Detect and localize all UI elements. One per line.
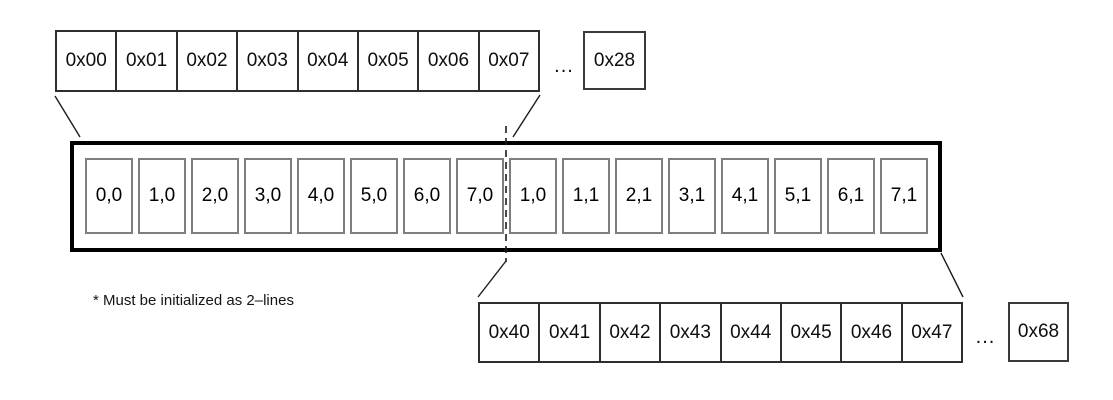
cache-word-cell: 6,1: [827, 158, 875, 234]
connector-top-right: [512, 94, 541, 138]
memory-byte-cell: 0x06: [419, 32, 480, 90]
memory-byte-cell: 0x40: [480, 304, 541, 361]
memory-byte-cell-last-upper: 0x28: [583, 31, 646, 90]
note-text: * Must be initialized as 2–lines: [93, 292, 294, 309]
cache-word-cell: 7,0: [456, 158, 504, 234]
cache-word-cell: 5,0: [350, 158, 398, 234]
lower-row-ellipsis: ...: [975, 325, 996, 348]
cache-word-cell: 1,0: [138, 158, 186, 234]
memory-byte-cell: 0x45: [782, 304, 843, 361]
cache-word-cell: 3,1: [668, 158, 716, 234]
cache-word-cell: 2,0: [191, 158, 239, 234]
upper-memory-row: 0x00 0x01 0x02 0x03 0x04 0x05 0x06 0x07: [55, 30, 540, 92]
memory-byte-cell: 0x42: [601, 304, 662, 361]
cache-word-cell: 2,1: [615, 158, 663, 234]
cache-word-cell: 6,0: [403, 158, 451, 234]
memory-byte-cell: 0x07: [488, 50, 530, 71]
memory-byte-cell-last-lower: 0x68: [1008, 302, 1069, 362]
memory-byte-cell: 0x44: [722, 304, 782, 361]
connector-top-left: [54, 95, 81, 138]
cache-line-cells: 0,0 1,0 2,0 3,0 4,0 5,0 6,0 7,0 1,0 1,1 …: [85, 158, 928, 234]
memory-byte-cell: 0x02: [178, 32, 239, 90]
memory-byte-cell: 0x46: [842, 304, 903, 361]
cache-word-cell: 5,1: [774, 158, 822, 234]
memory-byte-cell: 0x47: [911, 321, 953, 343]
memory-byte-cell: 0x41: [540, 304, 601, 361]
memory-byte-cell: 0x05: [359, 32, 420, 90]
lower-memory-row: 0x40 0x41 0x42 0x43 0x44 0x45 0x46 0x47: [478, 302, 963, 363]
cache-word-cell: 1,0: [509, 158, 557, 234]
cache-word-cell: 4,1: [721, 158, 769, 234]
memory-byte-cell: 0x00: [57, 32, 118, 90]
cache-word-cell: 4,0: [297, 158, 345, 234]
connector-bottom-left: [477, 260, 507, 298]
connector-bottom-right: [940, 252, 964, 298]
memory-byte-cell: 0x01: [117, 32, 178, 90]
cache-line-box: 0,0 1,0 2,0 3,0 4,0 5,0 6,0 7,0 1,0 1,1 …: [70, 141, 942, 252]
cache-word-cell: 7,1: [880, 158, 928, 234]
cache-word-cell: 1,1: [562, 158, 610, 234]
cache-word-cell: 3,0: [244, 158, 292, 234]
upper-row-ellipsis: ...: [554, 54, 574, 77]
memory-byte-cell: 0x43: [661, 304, 722, 361]
memory-byte-cell: 0x04: [299, 32, 359, 90]
cache-word-cell: 0,0: [85, 158, 133, 234]
memory-byte-cell: 0x03: [238, 32, 299, 90]
